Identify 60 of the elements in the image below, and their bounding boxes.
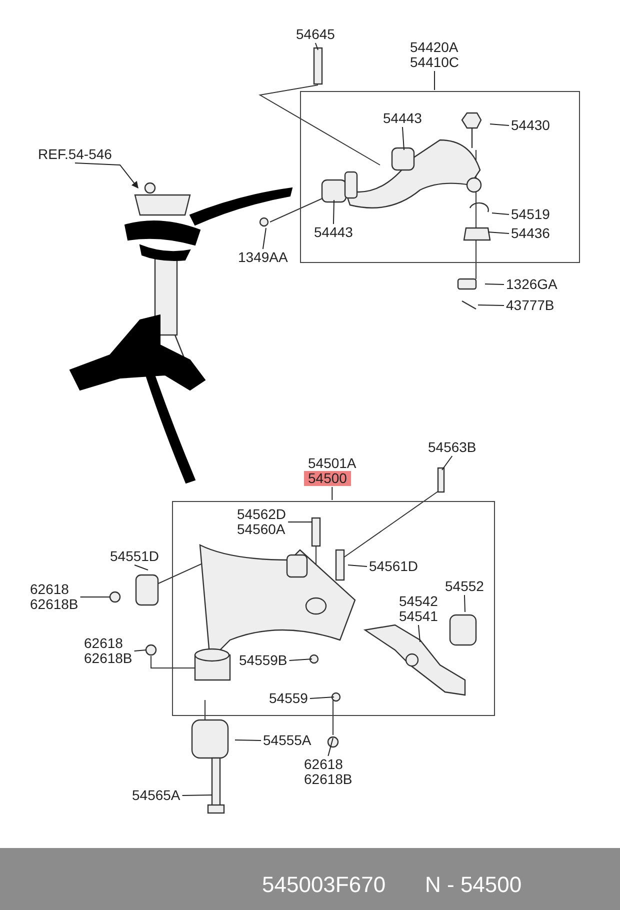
leader-line (418, 624, 420, 642)
leader-line (490, 124, 510, 126)
arrow (74, 162, 138, 189)
part-number: 62618B (84, 651, 132, 666)
leader-line (464, 594, 466, 612)
part-number: 54565A (132, 788, 180, 803)
part-number: 54562D (237, 507, 286, 522)
part-number: 54430 (511, 118, 550, 133)
part-number: 54552 (445, 579, 484, 594)
part-number: 54560A (237, 522, 286, 537)
leader-line (332, 486, 333, 500)
part-number: 62618B (30, 597, 78, 612)
part-number: 54410C (410, 55, 460, 70)
leader-line (478, 304, 504, 306)
leader-line (80, 596, 110, 598)
part-number: 54443 (383, 111, 422, 126)
part-number: 54559B (239, 653, 288, 668)
part-number: 54542 (399, 594, 438, 609)
leader-line (488, 232, 510, 234)
leader-line (402, 126, 404, 150)
leader-line (332, 200, 334, 224)
part-number: 43777B (506, 298, 554, 313)
part-number-caption: N - 54500 (425, 872, 522, 898)
part-number: 54555A (263, 733, 312, 748)
leader-line (434, 70, 436, 90)
parts-frame (300, 91, 580, 263)
part-number: 54443 (314, 225, 353, 240)
leader-line (442, 456, 453, 470)
part-number: 54519 (511, 207, 550, 222)
part-number: 54559 (269, 691, 308, 706)
leader-line (182, 794, 212, 796)
leader-line (309, 696, 334, 699)
part-number: 54500 (304, 471, 351, 486)
leader-line (134, 564, 148, 570)
part-number: 62618B (304, 772, 352, 787)
part-number-caption: 545003F670 (262, 872, 386, 898)
leader-line (492, 212, 510, 215)
part-number: 62618 (30, 582, 70, 597)
parts-frame (172, 501, 495, 716)
part-number: 62618 (84, 636, 124, 651)
leader-line (348, 564, 368, 567)
part-number: 54561D (369, 559, 418, 574)
leader-line (314, 42, 318, 50)
part-number: 1326GA (506, 277, 558, 292)
leader-line (288, 658, 312, 661)
part-number: 54420A (410, 40, 460, 55)
leader-line (484, 284, 504, 285)
part-number: 54541 (399, 609, 438, 624)
part-number: 54645 (296, 27, 335, 42)
leader-line (262, 228, 266, 250)
leader-line (328, 738, 334, 756)
part-number: 54436 (511, 226, 550, 241)
leader-line (234, 740, 262, 741)
part-number: 54563B (428, 440, 476, 455)
part-number: 62618 (304, 757, 344, 772)
leader-line (134, 650, 146, 652)
part-number: 54551D (110, 549, 160, 564)
part-number: REF.54-546 (38, 147, 112, 162)
part-number: 1349AA (238, 250, 288, 265)
part-number: 54501A (308, 456, 356, 471)
